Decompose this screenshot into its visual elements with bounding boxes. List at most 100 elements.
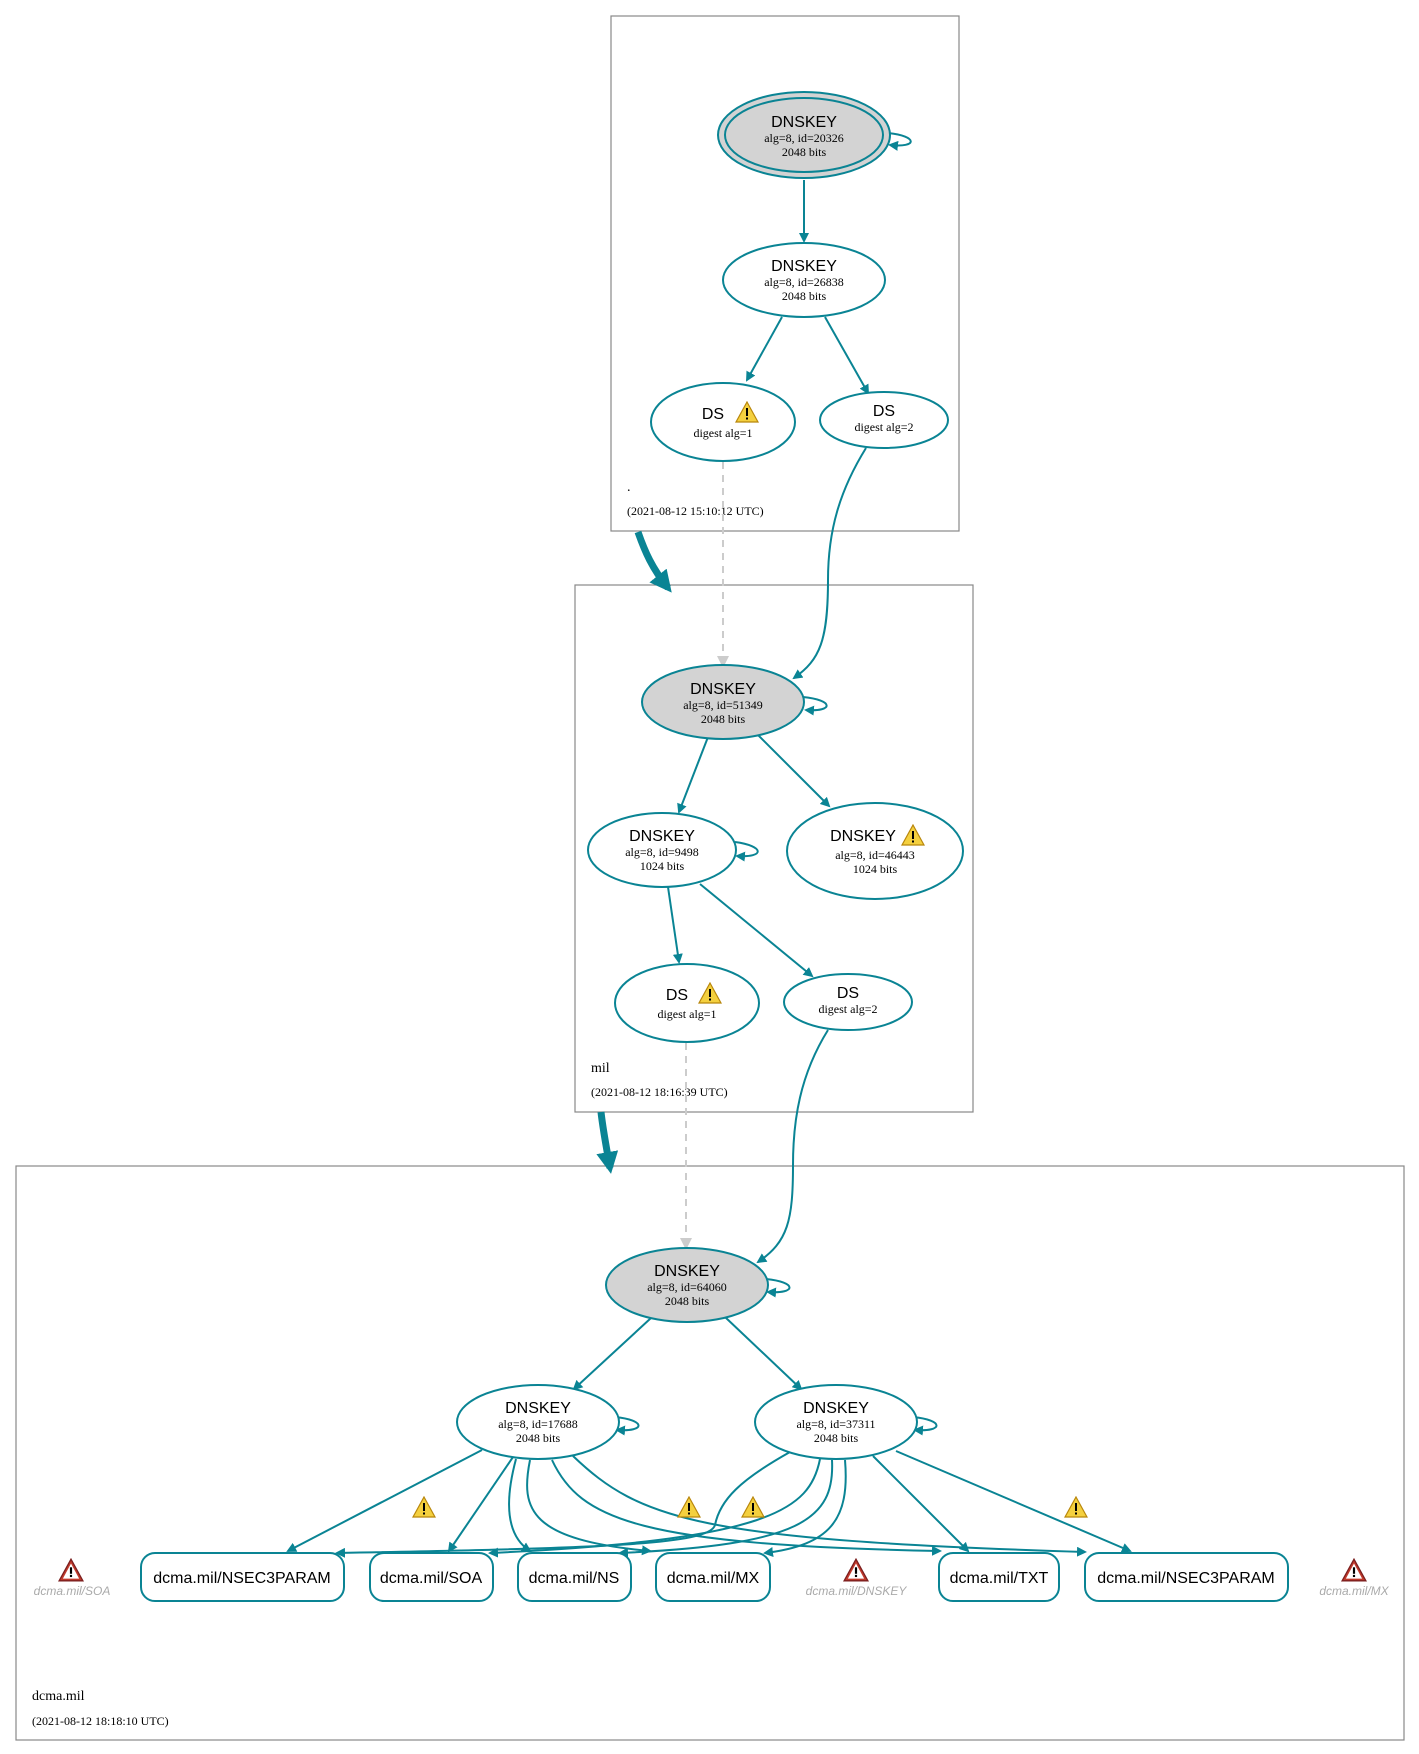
node-mil-ds2-digest: digest alg=2 <box>818 1002 877 1016</box>
self-sign-dcma-zsk1 <box>614 1416 640 1436</box>
edge-zsk2-txt <box>872 1455 970 1553</box>
rrset-txt[interactable]: dcma.mil/TXT <box>938 1552 1060 1602</box>
node-mil-zsk2-bits: 1024 bits <box>853 862 898 876</box>
missing-rrset-label: dcma.mil/DNSKEY <box>806 1584 908 1598</box>
edge-mil-ksk-zsk2 <box>757 734 831 808</box>
edge-warning-icon-4[interactable] <box>1064 1496 1088 1518</box>
rrset-label: dcma.mil/SOA <box>380 1570 483 1587</box>
zone-root-timestamp: (2021-08-12 15:10:12 UTC) <box>627 504 764 518</box>
node-dcma-ksk-bits: 2048 bits <box>665 1294 710 1308</box>
edge-warning-icon-1[interactable] <box>412 1496 436 1518</box>
node-mil-zsk2-alg: alg=8, id=46443 <box>835 848 915 862</box>
zone-dcma-name: dcma.mil <box>32 1689 85 1704</box>
node-mil-zsk1[interactable]: DNSKEY alg=8, id=9498 1024 bits <box>587 812 737 888</box>
edge-mil-zsk1-ds1 <box>667 886 683 964</box>
edge-root-zsk-ds2 <box>824 316 869 395</box>
self-sign-dcma-zsk2 <box>912 1416 938 1436</box>
edge-zsk2-nsec3param-b <box>895 1450 1132 1553</box>
node-dcma-zsk2-title: DNSKEY <box>803 1400 869 1417</box>
node-dcma-ksk-title: DNSKEY <box>654 1263 720 1280</box>
node-mil-ds2-title: DS <box>837 985 859 1002</box>
node-dcma-zsk1-title: DNSKEY <box>505 1400 571 1417</box>
node-dcma-zsk2[interactable]: DNSKEY alg=8, id=37311 2048 bits <box>754 1384 918 1460</box>
node-root-ksk-title: DNSKEY <box>771 114 837 131</box>
node-mil-ds1[interactable]: DS digest alg=1 <box>614 963 760 1043</box>
edge-warning-icon-3[interactable] <box>741 1496 765 1518</box>
zone-dcma-timestamp: (2021-08-12 18:18:10 UTC) <box>32 1714 169 1728</box>
missing-rrset-dnskey[interactable]: dcma.mil/DNSKEY <box>806 1558 908 1598</box>
zone-mil-name: mil <box>591 1061 610 1076</box>
node-mil-ksk[interactable]: DNSKEY alg=8, id=51349 2048 bits <box>641 664 805 740</box>
zone-mil-box <box>574 584 974 1113</box>
node-dcma-ksk-alg: alg=8, id=64060 <box>647 1280 727 1294</box>
edge-root-ds2-mil-ksk <box>792 447 867 680</box>
missing-rrset-soa[interactable]: dcma.mil/SOA <box>34 1558 111 1598</box>
node-mil-ds1-digest: digest alg=1 <box>657 1007 716 1021</box>
node-root-zsk-alg: alg=8, id=26838 <box>764 275 844 289</box>
node-root-ds2-title: DS <box>873 403 895 420</box>
error-icon <box>843 1558 869 1582</box>
node-root-ds2[interactable]: DS digest alg=2 <box>819 391 949 449</box>
delegation-arrow-root-mil <box>634 530 672 593</box>
node-root-ksk-bits: 2048 bits <box>782 145 827 159</box>
node-root-ds2-digest: digest alg=2 <box>854 420 913 434</box>
self-sign-mil-zsk1 <box>734 841 759 862</box>
node-mil-ds1-title: DS <box>666 987 688 1004</box>
rrset-label: dcma.mil/TXT <box>950 1570 1049 1587</box>
error-icon <box>1341 1558 1367 1582</box>
node-mil-zsk1-bits: 1024 bits <box>640 859 685 873</box>
node-mil-ksk-alg: alg=8, id=51349 <box>683 698 763 712</box>
edge-zsk2-nsec3param-a <box>335 1451 791 1558</box>
node-root-ksk[interactable]: DNSKEY alg=8, id=20326 2048 bits <box>717 91 891 179</box>
rrset-label: dcma.mil/MX <box>667 1570 760 1587</box>
edge-zsk1-nsec3param-b <box>572 1455 1087 1557</box>
node-root-ds1-title: DS <box>702 406 724 423</box>
zone-mil-timestamp: (2021-08-12 18:16:39 UTC) <box>591 1085 728 1099</box>
node-mil-ksk-bits: 2048 bits <box>701 712 746 726</box>
edge-mil-ksk-zsk1 <box>677 736 709 814</box>
edge-zsk1-soa <box>447 1456 514 1553</box>
node-root-ds1-digest: digest alg=1 <box>693 426 752 440</box>
node-root-zsk[interactable]: DNSKEY alg=8, id=26838 2048 bits <box>722 242 886 318</box>
rrset-nsec3param-b[interactable]: dcma.mil/NSEC3PARAM <box>1084 1552 1289 1602</box>
node-dcma-zsk1[interactable]: DNSKEY alg=8, id=17688 2048 bits <box>456 1384 620 1460</box>
node-dcma-zsk1-alg: alg=8, id=17688 <box>498 1417 578 1431</box>
zone-root-name: . <box>627 480 631 495</box>
zone-root-box <box>610 15 960 532</box>
node-dcma-zsk2-alg: alg=8, id=37311 <box>796 1417 875 1431</box>
self-sign-dcma-ksk <box>765 1278 791 1298</box>
node-mil-zsk2[interactable]: DNSKEY alg=8, id=46443 1024 bits <box>786 802 964 900</box>
delegation-arrow-mil-dcma <box>596 1111 619 1174</box>
missing-rrset-label: dcma.mil/SOA <box>34 1584 111 1598</box>
rrset-mx[interactable]: dcma.mil/MX <box>655 1552 771 1602</box>
error-icon <box>58 1558 84 1582</box>
edge-root-zsk-ds1 <box>746 316 783 382</box>
missing-rrset-mx[interactable]: dcma.mil/MX <box>1319 1558 1390 1598</box>
rrset-soa[interactable]: dcma.mil/SOA <box>369 1552 494 1602</box>
node-dcma-ksk[interactable]: DNSKEY alg=8, id=64060 2048 bits <box>605 1247 769 1323</box>
rrset-nsec3param-a[interactable]: dcma.mil/NSEC3PARAM <box>140 1552 345 1602</box>
node-root-ds1[interactable]: DS digest alg=1 <box>650 382 796 462</box>
node-mil-zsk1-title: DNSKEY <box>629 828 695 845</box>
rrset-ns[interactable]: dcma.mil/NS <box>517 1552 632 1602</box>
node-mil-ds2[interactable]: DS digest alg=2 <box>783 973 913 1031</box>
node-mil-ksk-title: DNSKEY <box>690 681 756 698</box>
edge-mil-zsk1-ds2 <box>699 883 814 978</box>
rrset-label: dcma.mil/NSEC3PARAM <box>153 1570 331 1587</box>
edge-zsk1-nsec3param-a <box>286 1449 483 1552</box>
node-dcma-zsk1-bits: 2048 bits <box>516 1431 561 1445</box>
self-sign-mil-ksk <box>802 696 828 716</box>
edge-zsk1-ns <box>508 1458 532 1553</box>
edge-dcma-ksk-zsk1 <box>572 1317 652 1391</box>
node-mil-zsk1-alg: alg=8, id=9498 <box>625 845 699 859</box>
edge-mil-ds2-dcma-ksk <box>756 1029 829 1264</box>
self-sign-root-ksk <box>887 132 912 151</box>
rrset-label: dcma.mil/NSEC3PARAM <box>1097 1570 1275 1587</box>
edge-dcma-ksk-zsk2 <box>724 1316 803 1391</box>
edge-warning-icon-2[interactable] <box>677 1496 701 1518</box>
node-dcma-zsk2-bits: 2048 bits <box>814 1431 859 1445</box>
missing-rrset-label: dcma.mil/MX <box>1319 1584 1389 1598</box>
edge-zsk2-mx <box>763 1459 847 1557</box>
node-root-ksk-alg: alg=8, id=20326 <box>764 131 844 145</box>
